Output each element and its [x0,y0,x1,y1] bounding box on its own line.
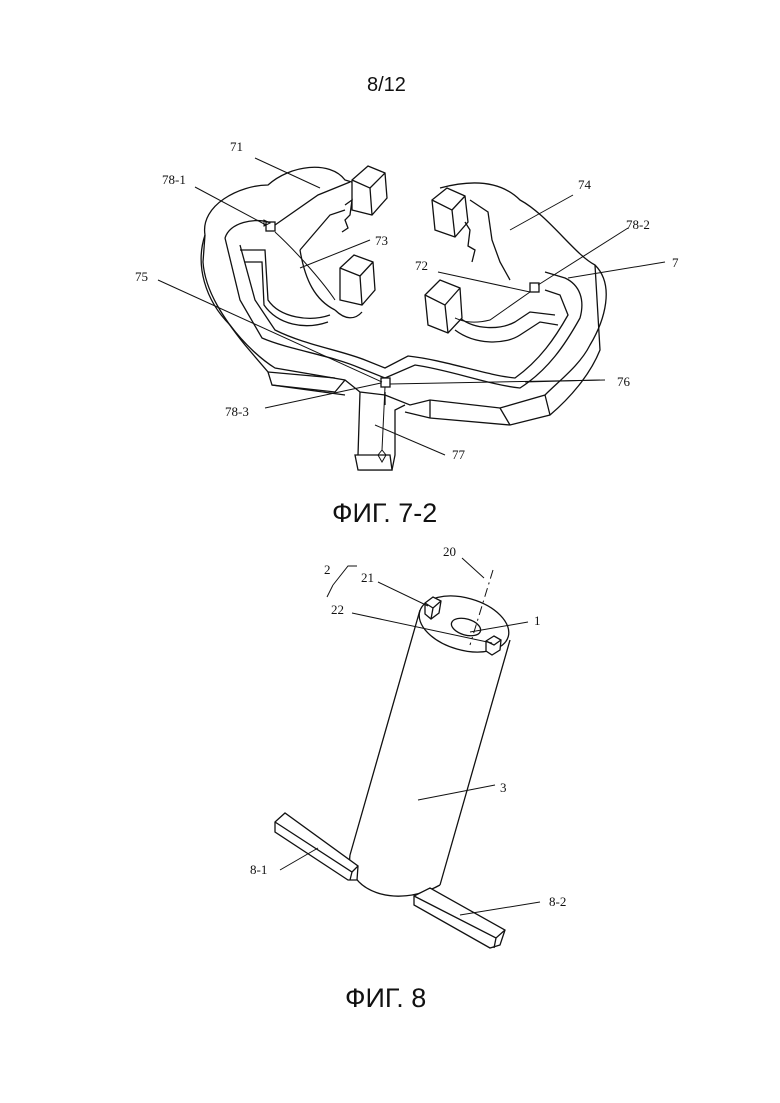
ref-2: 2 [324,563,331,576]
figure-8-caption: ФИГ. 8 [345,985,426,1012]
ref-8-2: 8-2 [549,895,566,908]
ref-22: 22 [331,603,344,616]
ref-20: 20 [443,545,456,558]
ref-8-1: 8-1 [250,863,267,876]
ref-1: 1 [534,614,541,627]
ref-3: 3 [500,781,507,794]
ref-21: 21 [361,571,374,584]
